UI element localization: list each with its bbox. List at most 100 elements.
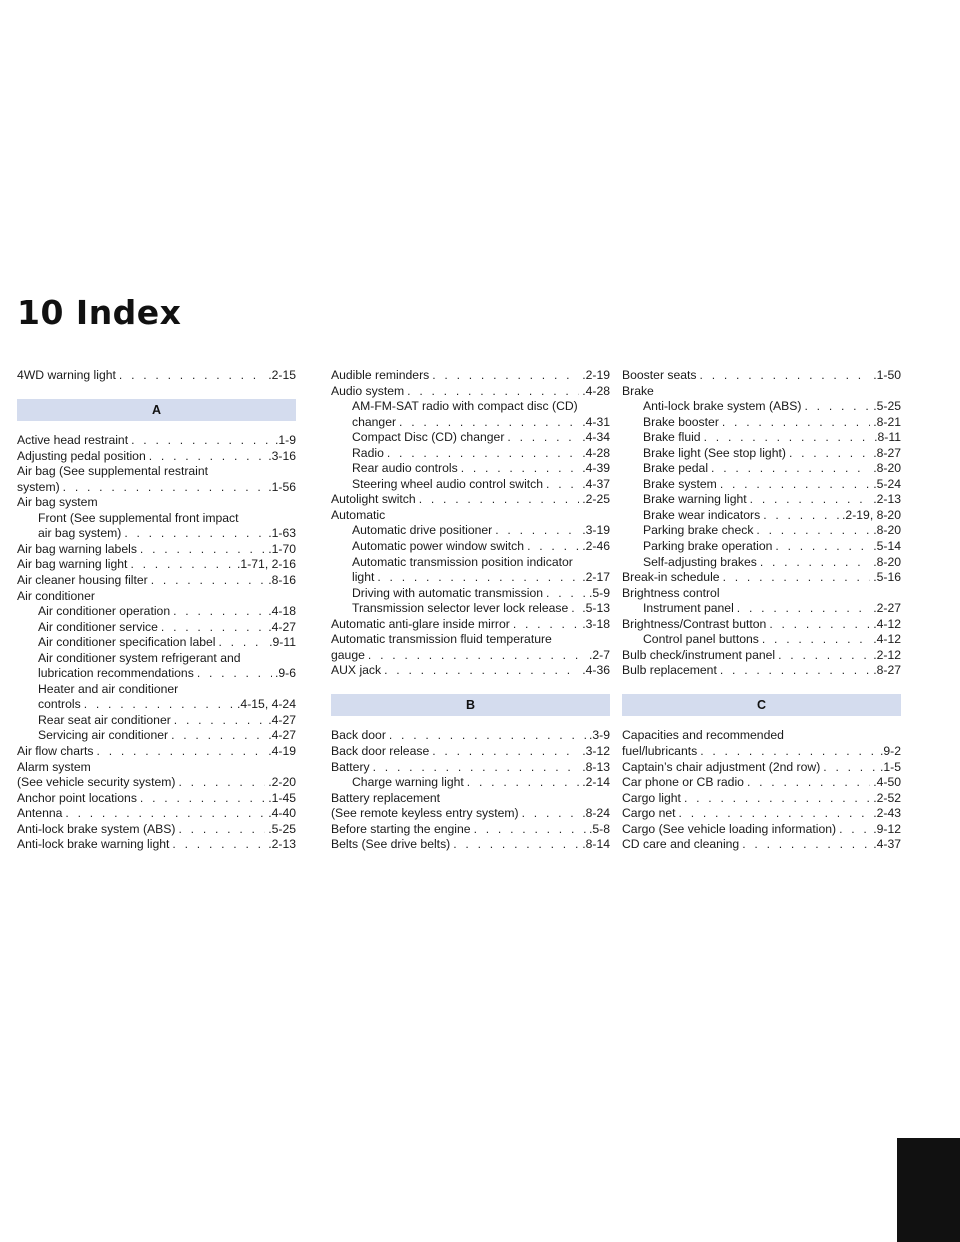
dot-leader	[495, 523, 579, 539]
entry-text: Automatic transmission fluid temperature	[331, 632, 552, 647]
page-reference: .2-27	[873, 601, 901, 616]
dot-leader	[130, 557, 234, 573]
page-reference: .4-27	[268, 712, 296, 727]
entry-text: Rear seat air conditioner	[38, 712, 171, 727]
entry-text: Brake	[622, 383, 654, 398]
page-reference: .4-12	[873, 632, 901, 647]
dot-leader	[571, 601, 579, 617]
page-reference: .2-43	[873, 806, 901, 821]
index-entry: 4WD warning light.2-15	[17, 368, 296, 384]
entry-text: Automatic power window switch	[352, 539, 525, 554]
entry-text: Air conditioner specification label	[38, 635, 216, 650]
index-entry: Break-in schedule.5-16	[622, 570, 901, 586]
index-subentry: Brake light (See stop light).8-27	[622, 446, 901, 462]
dot-leader	[140, 542, 265, 558]
entry-text: Air cleaner housing filter	[17, 573, 148, 588]
dot-leader	[737, 601, 870, 617]
section-header-c: C	[622, 694, 901, 717]
index-entry: Cargo (See vehicle loading information).…	[622, 822, 901, 838]
page-reference: .2-7	[588, 647, 610, 662]
page-reference: .4-18	[268, 604, 296, 619]
index-entry: Brightness/Contrast button.4-12	[622, 617, 901, 633]
dot-leader	[760, 555, 870, 571]
index-subentry: Brake system.5-24	[622, 477, 901, 493]
entry-text: fuel/lubricants	[622, 744, 698, 759]
entry-text: AM-FM-SAT radio with compact disc (CD)	[352, 399, 578, 414]
entry-text: Driving with automatic transmission	[352, 585, 544, 600]
entry-text: Bulb replacement	[622, 663, 717, 678]
index-entry: Active head restraint.1-9	[17, 433, 296, 449]
entry-text: Steering wheel audio control switch	[352, 476, 544, 491]
index-entry: Air bag system	[17, 495, 296, 511]
dot-leader	[97, 744, 266, 760]
entry-text: 4WD warning light	[17, 368, 116, 382]
index-entry: Belts (See drive belts).8-14	[331, 837, 610, 853]
index-entry: gauge.2-7	[331, 648, 610, 664]
entry-text: Anchor point locations	[17, 790, 137, 805]
entry-text: Cargo net	[622, 806, 676, 821]
dot-leader	[720, 663, 870, 679]
index-subentry: Brake wear indicators.2-19, 8-20	[622, 508, 901, 524]
page-reference: .4-28	[582, 445, 610, 460]
page-reference: .8-21	[873, 414, 901, 429]
dot-leader	[789, 446, 870, 462]
dot-leader	[377, 570, 579, 586]
page-reference: .8-13	[582, 759, 610, 774]
index-entry: CD care and cleaning.4-37	[622, 837, 901, 853]
dot-leader	[124, 526, 265, 542]
page-reference: .4-19	[268, 744, 296, 759]
dot-leader	[711, 461, 870, 477]
page-title: 10 Index	[17, 293, 182, 332]
entry-text: Cargo (See vehicle loading information)	[622, 821, 837, 836]
index-entry: Back door.3-9	[331, 728, 610, 744]
dot-leader	[178, 822, 265, 838]
index-entry: Automatic transmission fluid temperature	[331, 632, 610, 648]
page-reference: .5-25	[873, 399, 901, 414]
index-subentry: AM-FM-SAT radio with compact disc (CD)	[331, 399, 610, 415]
index-entry: (See remote keyless entry system).8-24	[331, 806, 610, 822]
entry-text: Air conditioner operation	[38, 604, 171, 619]
dot-leader	[63, 480, 266, 496]
page-reference: .4-15, 4-24	[237, 697, 296, 712]
page-reference: .3-12	[582, 744, 610, 759]
page-reference: .5-24	[873, 476, 901, 491]
index-subentry: Control panel buttons.4-12	[622, 632, 901, 648]
index-subentry: Compact Disc (CD) changer.4-34	[331, 430, 610, 446]
entry-text: Brake warning light	[643, 492, 747, 507]
index-subentry: Automatic power window switch.2-46	[331, 539, 610, 555]
entry-text: Audio system	[331, 383, 405, 398]
entry-text: Air bag warning light	[17, 557, 128, 572]
entry-text: Before starting the engine	[331, 821, 471, 836]
entry-text: Antenna	[17, 806, 63, 821]
index-entry: Bulb check/instrument panel.2-12	[622, 648, 901, 664]
index-entry: Capacities and recommended	[622, 728, 901, 744]
index-entry: Air bag warning light.1-71, 2-16	[17, 557, 296, 573]
page-reference: .1-70	[268, 541, 296, 556]
entry-text: Booster seats	[622, 368, 697, 382]
page-reference: .3-16	[268, 448, 296, 463]
dot-leader	[507, 430, 579, 446]
page-reference: .8-20	[873, 461, 901, 476]
index-subentry: Air conditioner specification label.9-11	[17, 635, 296, 651]
index-entry: Antenna.4-40	[17, 806, 296, 822]
entry-text: changer	[352, 414, 397, 429]
page-reference: .2-25	[582, 492, 610, 507]
entry-text: Charge warning light	[352, 775, 464, 790]
index-subentry: Steering wheel audio control switch.4-37	[331, 477, 610, 493]
index-entry: Battery.8-13	[331, 760, 610, 776]
index-subentry: Parking brake operation.5-14	[622, 539, 901, 555]
page-reference: .4-27	[268, 728, 296, 743]
dot-leader	[700, 744, 877, 760]
index-subentry: Automatic drive positioner.3-19	[331, 523, 610, 539]
index-entry: Air conditioner	[17, 589, 296, 605]
entry-text: Capacities and recommended	[622, 728, 784, 743]
entry-text: Brake fluid	[643, 430, 701, 445]
dot-leader	[522, 806, 580, 822]
index-subentry: Brake warning light.2-13	[622, 492, 901, 508]
index-entry: Booster seats.1-50	[622, 368, 901, 384]
entry-text: Anti-lock brake system (ABS)	[643, 399, 802, 414]
entry-text: Air bag system	[17, 495, 98, 510]
dot-leader	[823, 760, 877, 776]
entry-text: Autolight switch	[331, 492, 416, 507]
entry-text: Brightness/Contrast button	[622, 616, 767, 631]
